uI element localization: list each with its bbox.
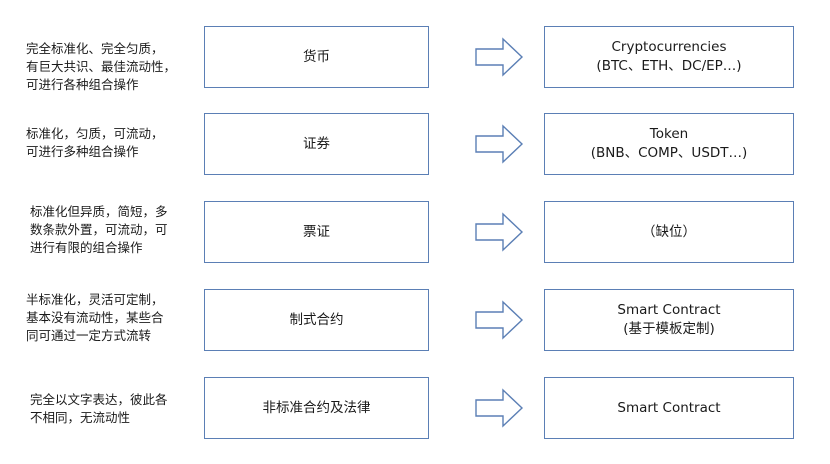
category-label: 货币 — [303, 48, 330, 65]
category-label: 非标准合约及法律 — [262, 399, 371, 416]
example-detail: (BTC、ETH、DC/EP…) — [596, 58, 742, 74]
arrow-right-outline-icon — [475, 300, 524, 340]
example-detail: (BNB、COMP、USDT…) — [590, 145, 748, 161]
diagram-row-vouchers: 标准化但异质，简短，多 数条款外置，可流动，可 进行有限的组合操作 票证 （缺位… — [0, 201, 830, 265]
category-box-non-standard-contract: 非标准合约及法律 — [204, 377, 429, 439]
example-box-smart-contract: Smart Contract — [544, 377, 794, 439]
category-box-standard-contract: 制式合约 — [204, 289, 429, 351]
category-label: 制式合约 — [289, 311, 344, 328]
category-box-vouchers: 票证 — [204, 201, 429, 263]
example-box-vacant: （缺位） — [544, 201, 794, 263]
example-label: （缺位） — [642, 223, 696, 240]
row-description: 标准化但异质，简短，多 数条款外置，可流动，可 进行有限的组合操作 — [30, 204, 168, 255]
example-label: Smart Contract — [617, 302, 721, 318]
diagram-row-currency: 完全标准化、完全匀质， 有巨大共识、最佳流动性， 可进行各种组合操作 货币 Cr… — [0, 26, 830, 92]
arrow-right-outline-icon — [475, 37, 524, 77]
example-box-token: Token (BNB、COMP、USDT…) — [544, 113, 794, 175]
example-label: Smart Contract — [617, 399, 721, 416]
example-label: Token — [649, 126, 689, 142]
arrow-right-outline-icon — [475, 388, 524, 428]
diagram-row-non-standard-contract: 完全以文字表达，彼此各 不相同，无流动性 非标准合约及法律 Smart Cont… — [0, 377, 830, 441]
example-label: Cryptocurrencies — [611, 39, 727, 55]
arrow-right-outline-icon — [475, 212, 524, 252]
arrow-right-outline-icon — [475, 124, 524, 164]
category-box-currency: 货币 — [204, 26, 429, 88]
row-description: 标准化，匀质，可流动， 可进行多种组合操作 — [26, 126, 164, 159]
row-description: 半标准化，灵活可定制， 基本没有流动性，某些合 同可通过一定方式流转 — [26, 292, 164, 343]
example-box-cryptocurrencies: Cryptocurrencies (BTC、ETH、DC/EP…) — [544, 26, 794, 88]
example-detail: (基于模板定制) — [623, 321, 715, 337]
example-box-smart-contract-template: Smart Contract (基于模板定制) — [544, 289, 794, 351]
category-box-securities: 证券 — [204, 113, 429, 175]
diagram-row-securities: 标准化，匀质，可流动， 可进行多种组合操作 证券 Token (BNB、COMP… — [0, 113, 830, 177]
row-description: 完全以文字表达，彼此各 不相同，无流动性 — [30, 392, 168, 425]
row-description: 完全标准化、完全匀质， 有巨大共识、最佳流动性， 可进行各种组合操作 — [26, 41, 177, 92]
diagram-row-standard-contract: 半标准化，灵活可定制， 基本没有流动性，某些合 同可通过一定方式流转 制式合约 … — [0, 289, 830, 353]
category-label: 票证 — [303, 223, 330, 240]
category-label: 证券 — [303, 135, 330, 152]
